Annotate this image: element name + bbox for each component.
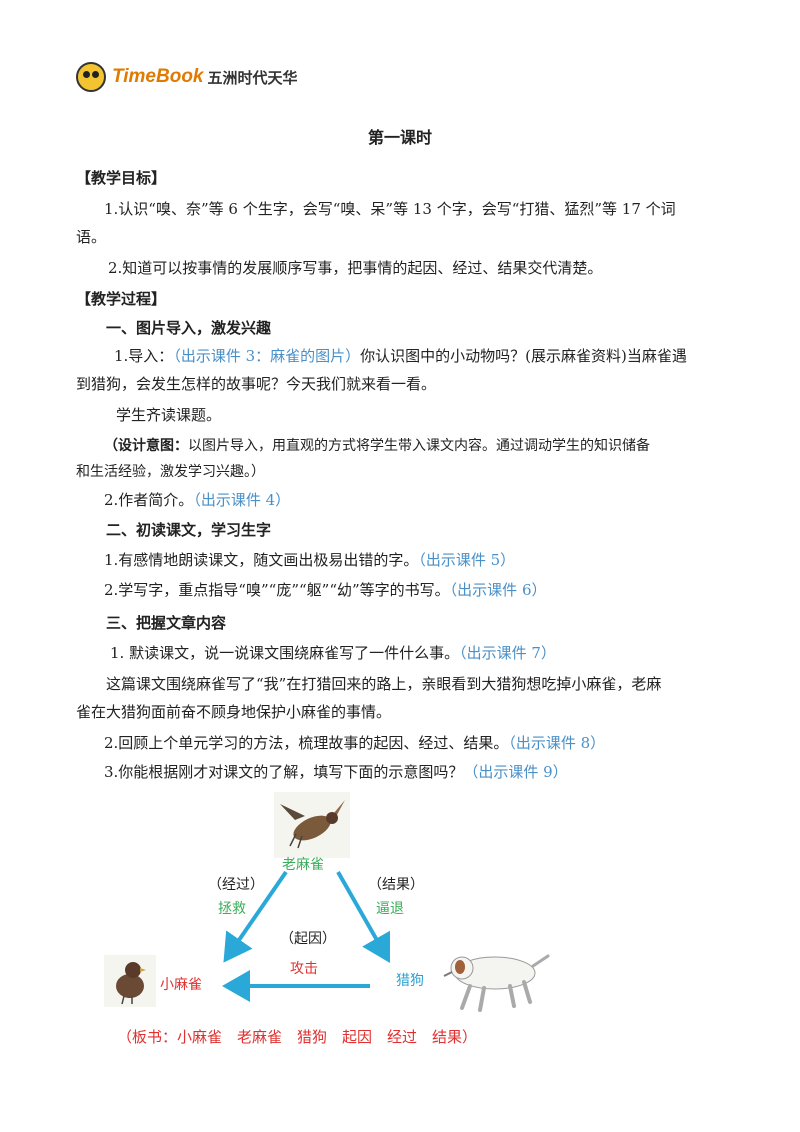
board-writing: （板书：小麻雀 老麻雀 猎狗 起因 经过 结果） xyxy=(117,1028,478,1046)
s3-paragraph-4: 3.你能根据刚才对课文的了解，填写下面的示意图吗？（出示课件 9） xyxy=(104,763,568,781)
logo-cn: 五洲时代天华 xyxy=(207,69,298,87)
s3-paragraph-3: 2.回顾上个单元学习的方法，梳理故事的起因、经过、结果。（出示课件 8） xyxy=(104,734,606,752)
diagram-graphics xyxy=(104,792,550,1012)
courseware-note: （出示课件 7） xyxy=(459,644,556,662)
arrow-drive-back xyxy=(336,871,390,963)
goals-heading: 【教学目标】 xyxy=(76,169,167,187)
s1-paragraph-2: 学生齐读课题。 xyxy=(116,406,222,424)
header-logo: TimeBook 五洲时代天华 xyxy=(76,60,298,94)
goal-item-1: 1.认识“嗅、奈”等 6 个生字，会写“嗅、呆”等 13 个字，会写“打猎、猛烈… xyxy=(104,200,676,218)
label-old-sparrow: 老麻雀 xyxy=(282,857,324,873)
s1-paragraph-1: 1.导入：（出示课件 3：麻雀的图片）你认识图中的小动物吗？(展示麻雀资料)当麻… xyxy=(114,347,687,365)
courseware-note: （出示课件 6） xyxy=(449,581,547,599)
logo-text: TimeBook xyxy=(112,66,204,87)
page-title: 第一课时 xyxy=(367,128,432,147)
arrow-rescue xyxy=(223,870,288,963)
courseware-note: （出示课件 5） xyxy=(418,551,516,569)
s1-paragraph-1-cont: 到猎狗，会发生怎样的故事呢？今天我们就来看一看。 xyxy=(76,375,437,393)
design-intent-cont: 和生活经验，激发学习兴趣。） xyxy=(76,464,265,480)
courseware-note: （出示课件 9） xyxy=(463,763,568,781)
s2-paragraph-2: 2.学写字，重点指导“嗅”“庞”“躯”“幼”等字的书写。（出示课件 6） xyxy=(104,581,547,599)
old-sparrow-icon xyxy=(274,792,350,858)
section1-heading: 一、图片导入，激发兴趣 xyxy=(106,319,272,337)
process-heading: 【教学过程】 xyxy=(76,290,167,308)
design-label: （设计意图： xyxy=(104,438,188,454)
goal-item-2: 2.知道可以按事情的发展顺序写事，把事情的起因、经过、结果交代清楚。 xyxy=(108,259,603,277)
label-qiyin: （起因） xyxy=(280,931,336,947)
courseware-note: （出示课件 3：麻雀的图片） xyxy=(173,347,361,365)
section2-heading: 二、初读课文，学习生字 xyxy=(106,521,272,539)
goal-item-1-cont: 语。 xyxy=(76,228,107,246)
label-bitui: 逼退 xyxy=(376,901,404,917)
story-diagram: 老麻雀 （经过） （结果） 拯救 逼退 （起因） 攻击 小麻雀 猎狗 xyxy=(100,790,560,1050)
label-jieguo: （结果） xyxy=(368,877,424,893)
baby-sparrow-icon xyxy=(104,955,156,1007)
label-zhengjiu: 拯救 xyxy=(218,901,246,917)
label-baby-sparrow: 小麻雀 xyxy=(160,977,202,993)
s2-paragraph-1: 1.有感情地朗读课文，随文画出极易出错的字。（出示课件 5） xyxy=(104,551,516,569)
section3-heading: 三、把握文章内容 xyxy=(106,614,227,632)
design-intent: （设计意图：以图片导入，用直观的方式将学生带入课文内容。通过调动学生的知识储备 xyxy=(104,438,650,454)
s3-paragraph-1: 1. 默读课文，说一说课文围绕麻雀写了一件什么事。（出示课件 7） xyxy=(110,644,556,662)
label-jingguo: （经过） xyxy=(208,877,264,893)
courseware-note: （出示课件 4） xyxy=(193,491,291,509)
courseware-note: （出示课件 8） xyxy=(508,734,606,752)
hunting-dog-icon xyxy=(443,954,550,1012)
s3-paragraph-2: 这篇课文围绕麻雀写了“我”在打猎回来的路上，亲眼看到大猎狗想吃掉小麻雀，老麻 xyxy=(106,675,662,693)
label-gongji: 攻击 xyxy=(290,961,318,977)
s3-paragraph-2-cont: 雀在大猎狗面前奋不顾身地保护小麻雀的事情。 xyxy=(76,703,392,721)
logo-icon xyxy=(76,62,106,92)
label-dog: 猎狗 xyxy=(396,973,424,989)
s1-paragraph-3: 2.作者简介。（出示课件 4） xyxy=(104,491,291,509)
